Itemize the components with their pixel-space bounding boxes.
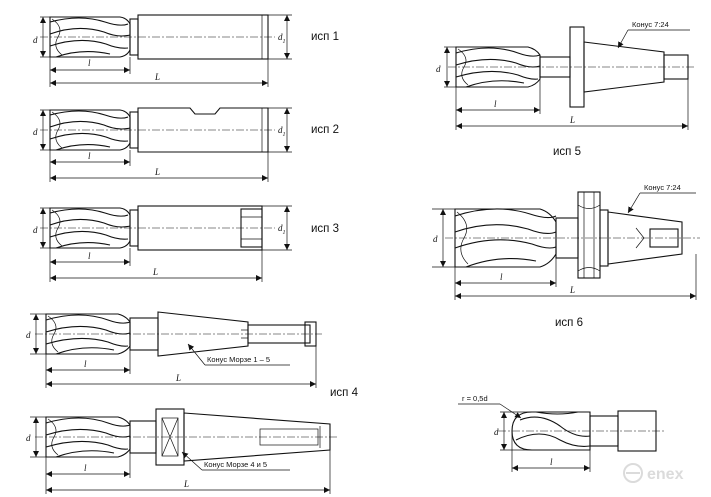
dim-L-label: L [569, 285, 575, 295]
dim-d1-label: d1 [278, 32, 286, 45]
dim-l-label: l [88, 151, 91, 161]
variant-4a-drawing: d l L Конус Морзе 1 – 5 исп 4 [26, 311, 359, 399]
dim-L-label: L [183, 479, 189, 489]
dim-d-label: d [33, 225, 38, 235]
variant-4b-drawing: d l L Конус Морзе 4 и 5 [26, 408, 338, 494]
dim-l-label: l [494, 99, 497, 109]
variant-2-label: исп 2 [311, 124, 339, 136]
variant-6-label: исп 6 [555, 317, 583, 329]
dim-d-label: d [26, 330, 31, 340]
watermark-text: enex [647, 466, 684, 483]
enex-watermark: enex [623, 463, 684, 483]
variant-5-drawing: d l L Конус 7:24 исп 5 [436, 20, 695, 158]
dim-L-label: L [154, 167, 160, 177]
variant-2-drawing: d d1 l L исп 2 [33, 107, 339, 182]
dim-d-label: d [33, 35, 38, 45]
dim-d-label: d [433, 234, 438, 244]
dim-d-label: d [436, 64, 441, 74]
dim-d-label: d [26, 433, 31, 443]
radius-note: r = 0,5d [462, 394, 488, 403]
dim-l-label: l [500, 272, 503, 282]
ball-end-cutter-drawing: d l r = 0,5d [458, 394, 665, 472]
variant-5-label: исп 5 [553, 146, 581, 158]
morse-1-5-note: Конус Морзе 1 – 5 [207, 355, 270, 364]
dim-d-label: d [33, 127, 38, 137]
dim-l-label: l [88, 251, 91, 261]
variant-1-drawing: d d1 l L исп 1 [33, 14, 339, 87]
dim-l-label: l [88, 58, 91, 68]
dim-L-label: L [569, 115, 575, 125]
dim-d1-label: d1 [278, 223, 286, 236]
dim-L-label: L [152, 267, 158, 277]
dim-l-label: l [550, 457, 553, 467]
dim-l-label: l [84, 463, 87, 473]
variant-1-label: исп 1 [311, 31, 339, 43]
cone-724-note-2: Конус 7:24 [644, 183, 681, 192]
morse-4-5-note: Конус Морзе 4 и 5 [204, 460, 267, 469]
dim-L-label: L [154, 72, 160, 82]
variant-4-label: исп 4 [330, 387, 359, 399]
dim-d-label: d [494, 427, 499, 437]
variant-3-label: исп 3 [311, 223, 339, 235]
cone-724-note: Конус 7:24 [632, 20, 669, 29]
dim-d1-label: d1 [278, 125, 286, 138]
variant-6-drawing: d l L Конус 7:24 исп 6 [432, 183, 700, 329]
dim-L-label: L [175, 373, 181, 383]
variant-3-drawing: d d1 l L исп 3 [33, 205, 339, 282]
dim-l-label: l [84, 359, 87, 369]
